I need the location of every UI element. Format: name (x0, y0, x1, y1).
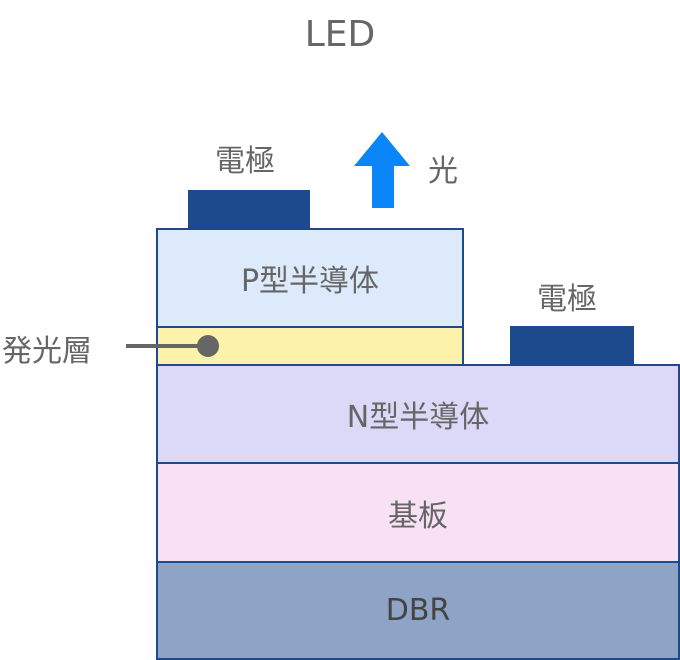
n-type-label: N型半導体 (346, 400, 490, 435)
light-arrow-shape (354, 132, 410, 208)
emissive-marker-dot (197, 335, 219, 357)
top-electrode (188, 190, 310, 230)
substrate-label: 基板 (388, 498, 448, 534)
dbr-label: DBR (385, 593, 451, 628)
right-electrode (510, 326, 634, 366)
right-electrode-label: 電極 (537, 282, 597, 317)
dbr-layer: DBR (156, 561, 680, 660)
substrate-layer: 基板 (156, 462, 680, 563)
n-type-layer: N型半導体 (156, 364, 680, 464)
emissive-leader-line (126, 344, 210, 348)
top-electrode-label: 電極 (215, 144, 275, 179)
emissive-layer-label: 発光層 (2, 334, 92, 369)
light-arrow-icon (354, 132, 410, 208)
diagram-title: LED (304, 14, 376, 55)
p-type-label: P型半導体 (240, 264, 380, 299)
light-label: 光 (428, 154, 458, 189)
p-type-layer: P型半導体 (156, 228, 464, 328)
